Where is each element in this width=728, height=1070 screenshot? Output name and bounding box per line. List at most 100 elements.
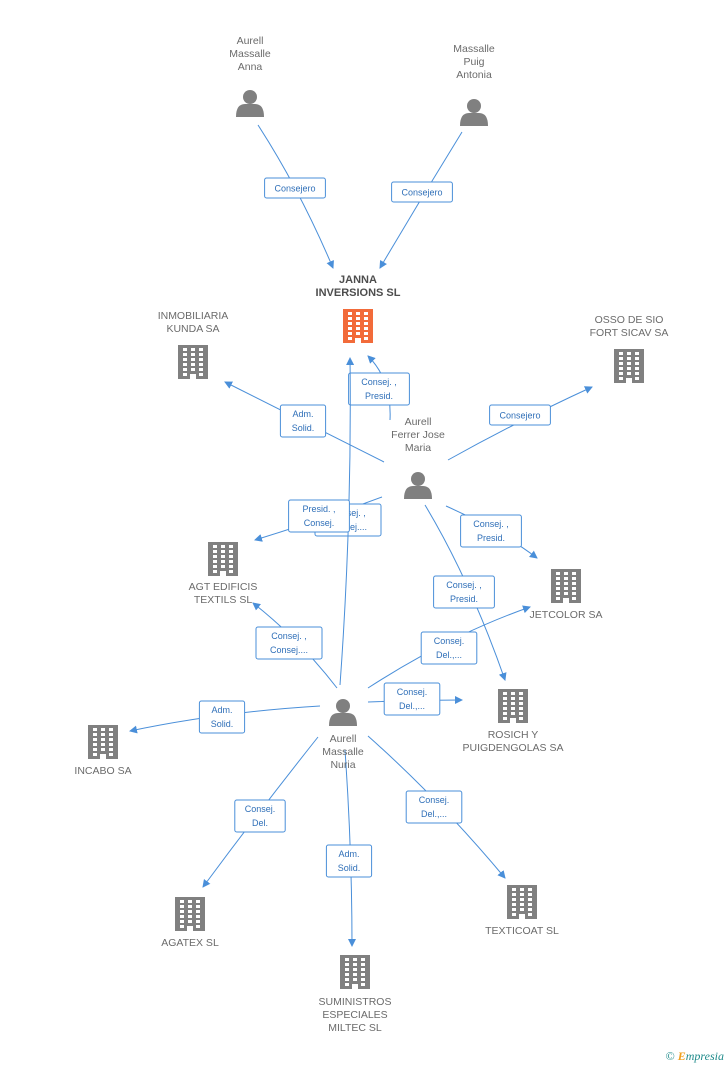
edge-label-text: Del.,... (421, 809, 447, 819)
edge-label-box[interactable] (234, 799, 286, 833)
edge-aurell_ferrer-to-inmobiliaria: Adm. Solid. (224, 381, 385, 463)
node-label: Massalle (229, 48, 271, 60)
edge-label-text: Solid. (292, 423, 315, 433)
edge-label-text: Consej. (419, 795, 450, 805)
edge-label-box[interactable] (264, 177, 326, 199)
edge-label-box[interactable] (489, 404, 551, 426)
node-texticoat[interactable]: TEXTICOAT SL (485, 885, 559, 937)
node-label: Antonia (456, 69, 492, 81)
edge-massalle_puig-to-janna: Consejero (379, 131, 463, 269)
node-label: OSSO DE SIO (595, 314, 664, 326)
edge-label-box[interactable] (383, 682, 441, 716)
edge-label-text: Consejero (401, 188, 442, 198)
edge-label-text: Consej. (397, 687, 428, 697)
building-icon[interactable] (498, 689, 528, 723)
node-label: Ferrer Jose (391, 429, 445, 441)
edge-label-box[interactable] (198, 700, 246, 734)
node-label: INVERSIONS SL (316, 287, 401, 299)
edge-label-text: Consej.... (270, 645, 308, 655)
node-label: KUNDA SA (166, 323, 219, 335)
node-label: AGATEX SL (161, 937, 219, 949)
edge-label-text: Consej. , (473, 519, 509, 529)
edge-label-box[interactable] (325, 844, 373, 878)
building-icon[interactable] (208, 542, 238, 576)
node-label: TEXTILS SL (194, 594, 253, 606)
edge-label-box[interactable] (279, 404, 327, 438)
edge-label-text: Del. (252, 818, 268, 828)
node-label: Puig (463, 56, 484, 68)
building-icon[interactable] (88, 725, 118, 759)
building-icon[interactable] (340, 955, 370, 989)
building-icon[interactable] (507, 885, 537, 919)
edge-label-box[interactable] (405, 790, 463, 824)
node-agatex[interactable]: AGATEX SL (161, 897, 219, 949)
building-icon[interactable] (343, 309, 373, 343)
person-icon[interactable] (460, 99, 488, 126)
edge-label-text: Del.,... (436, 650, 462, 660)
edge-aurell_nuria-to-agatex: Consej. Del. (202, 736, 319, 888)
edge-aurell_ferrer-to-janna: Consej. , Presid. (348, 355, 410, 421)
edge-label-box[interactable] (460, 514, 522, 548)
edge-aurell_nuria-to-rosich: Consej. Del.,... (367, 682, 463, 716)
node-label: TEXTICOAT SL (485, 925, 559, 937)
edge-label-text: Adm. (211, 705, 232, 715)
person-icon[interactable] (236, 90, 264, 117)
edge-label-text: Consej. , (361, 377, 397, 387)
node-label: Anna (238, 61, 263, 73)
brand-name: mpresia (685, 1049, 724, 1063)
edge-aurell_ferrer-to-osso: Consejero (447, 386, 593, 461)
node-label: SUMINISTROS (319, 996, 392, 1008)
node-label: INMOBILIARIA (158, 310, 229, 322)
edge-label-box[interactable] (288, 499, 350, 533)
node-incabo[interactable]: INCABO SA (74, 725, 132, 777)
edge-aurell_ferrer-to-jetcolor: Consej. ,Presid. (445, 505, 538, 559)
edge-label-text: Del.,... (399, 701, 425, 711)
edge-aurell_nuria-to-incabo: Adm. Solid. (129, 700, 321, 734)
building-icon[interactable] (178, 345, 208, 379)
edge-label-text: Consej. (245, 804, 276, 814)
node-label: JETCOLOR SA (530, 609, 603, 621)
edge-aurell_nuria-to-jetcolor: Consej. Del.,... (367, 605, 531, 689)
edge-label-text: Solid. (338, 863, 361, 873)
edge-label-text: Consej. (434, 636, 465, 646)
edge-label-box[interactable] (433, 575, 495, 609)
building-icon[interactable] (614, 349, 644, 383)
building-icon[interactable] (551, 569, 581, 603)
edge-label-text: Presid. (365, 391, 393, 401)
node-label: Massalle (322, 746, 364, 758)
node-label: PUIGDENGOLAS SA (463, 742, 564, 754)
copyright-symbol: © (665, 1049, 675, 1063)
node-label: ROSICH Y (488, 729, 539, 741)
building-icon[interactable] (175, 897, 205, 931)
edge-aurell_nuria-to-texticoat: Consej. Del.,... (367, 735, 506, 879)
edge-aurell_nuria-to-janna: Presid. ,Consej. (288, 357, 355, 686)
edge-aurell_nuria-to-agt: Consej. ,Consej.... (252, 602, 338, 689)
edge-label-box[interactable] (348, 372, 410, 406)
edge-label-box[interactable] (420, 631, 478, 665)
node-label: Aurell (330, 733, 357, 745)
edge-aurell_anna-to-janna: Consejero (257, 124, 334, 269)
person-icon[interactable] (329, 699, 357, 726)
node-jetcolor[interactable]: JETCOLOR SA (530, 569, 603, 621)
edge-label-text: Consejero (274, 184, 315, 194)
edge-aurell_nuria-to-suministros: Adm.Solid. (325, 749, 373, 947)
edge-label-text: Presid. , (302, 504, 335, 514)
edge-label-text: Solid. (211, 719, 234, 729)
node-label: AGT EDIFICIS (189, 581, 258, 593)
edge-label-box[interactable] (391, 181, 453, 203)
edge-label-box[interactable] (255, 626, 323, 660)
person-icon[interactable] (404, 472, 432, 499)
node-label: Massalle (453, 43, 495, 55)
edge-label-text: Adm. (292, 409, 313, 419)
